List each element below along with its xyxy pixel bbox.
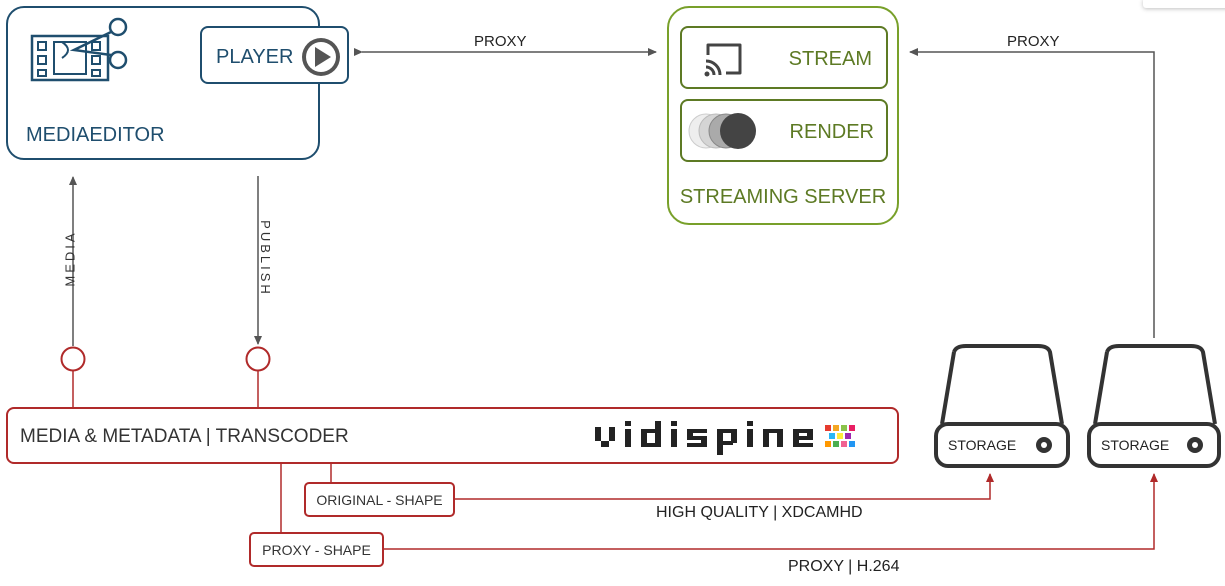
high-quality-link <box>455 473 994 500</box>
proxy-shape-box[interactable]: PROXY - SHAPE <box>249 532 384 567</box>
cast-icon <box>704 43 742 77</box>
stream-label: STREAM <box>788 48 872 70</box>
render-label: RENDER <box>789 121 874 143</box>
storage-drive-1[interactable]: STORAGE <box>932 340 1072 470</box>
hard-drive-icon <box>1087 344 1221 468</box>
storage-drive-2[interactable]: STORAGE <box>1085 340 1225 470</box>
render-card[interactable]: RENDER <box>680 99 888 162</box>
transcoder-panel[interactable]: MEDIA & METADATA | TRANSCODER <box>6 407 899 464</box>
proxy-link-storage-stream <box>909 48 1155 338</box>
original-shape-box[interactable]: ORIGINAL - SHAPE <box>304 482 455 517</box>
proxy-h264-label: PROXY | H.264 <box>788 558 900 575</box>
vidispine-logo <box>595 421 855 455</box>
render-circles-icon <box>688 113 756 149</box>
mediaeditor-label: MEDIAEDITOR <box>26 124 165 146</box>
proxy-label-left: PROXY <box>474 33 527 50</box>
publish-label: PUBLISH <box>257 220 273 297</box>
player-label: PLAYER <box>216 46 294 68</box>
stream-card[interactable]: STREAM <box>680 26 888 89</box>
media-label: MEDIA <box>62 230 78 287</box>
storage-label-1: STORAGE <box>948 437 1017 453</box>
play-icon <box>302 38 340 76</box>
proxy-label-right: PROXY <box>1007 33 1060 50</box>
media-port <box>60 346 86 372</box>
high-quality-label: HIGH QUALITY | XDCAMHD <box>656 504 863 521</box>
hard-drive-icon <box>934 344 1070 468</box>
mediaeditor-panel[interactable]: MEDIAEDITOR <box>6 6 320 160</box>
film-editor-icon <box>30 17 128 82</box>
player-button[interactable]: PLAYER <box>200 26 349 84</box>
transcoder-label: MEDIA & METADATA | TRANSCODER <box>20 426 349 447</box>
window-corner-tab <box>1143 0 1225 8</box>
streaming-server-panel[interactable]: STREAMING SERVER <box>667 6 899 225</box>
storage-label-2: STORAGE <box>1101 437 1170 453</box>
proxy-h264-link <box>384 473 1158 550</box>
streaming-server-label: STREAMING SERVER <box>679 186 887 208</box>
publish-port <box>245 346 271 372</box>
